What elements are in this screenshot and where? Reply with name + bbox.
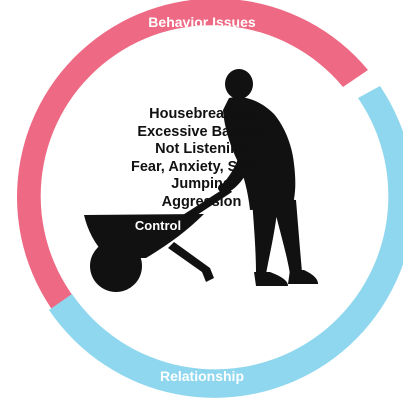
control-label: Control — [135, 218, 181, 233]
man-front-shoe — [288, 270, 318, 284]
man-back-shoe — [254, 272, 288, 286]
man-head — [225, 69, 253, 99]
issue-item: Excessive Barking — [137, 123, 266, 140]
man-front-leg — [272, 198, 302, 274]
behavior-issues-arc — [17, 0, 368, 324]
issues-list: Housebreaking Excessive Barking Not List… — [0, 106, 403, 211]
wheelbarrow-stand — [168, 242, 214, 282]
issue-item: Fear, Anxiety, Stress — [130, 158, 273, 175]
issue-item: Aggression — [161, 193, 242, 210]
man-arm — [221, 110, 256, 190]
behavior-issues-label: Behavior Issues — [148, 14, 256, 30]
man-back-leg — [252, 200, 278, 274]
issue-item: Jumping — [171, 176, 232, 192]
issue-item: Not Listening — [155, 141, 248, 157]
relationship-label: Relationship — [160, 368, 244, 384]
man-pushing-wheelbarrow-illustration — [84, 69, 318, 292]
issue-item: Housebreaking — [149, 106, 254, 122]
wheelbarrow-wheel — [90, 240, 142, 292]
